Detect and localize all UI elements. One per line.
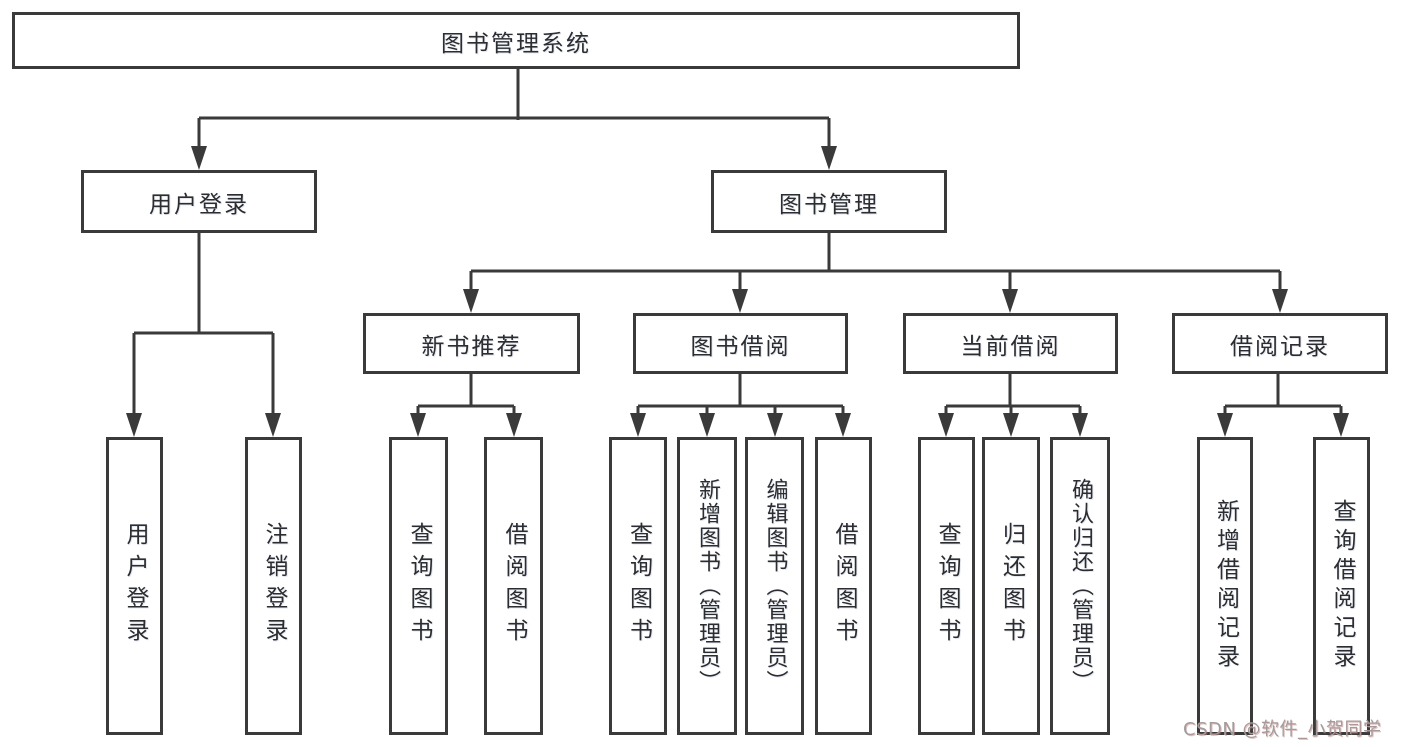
node-label: 当前借阅 (960, 333, 1061, 360)
node-label: 新书推荐 (421, 333, 522, 360)
node-label: 借阅图书 (831, 522, 857, 650)
node-new-book-recommendation: 新书推荐 (363, 313, 580, 374)
node-book-management: 图书管理 (711, 170, 947, 233)
node-label: 查询图书 (625, 522, 652, 650)
node-label: 确认归还（管理员） (1068, 478, 1093, 694)
leaf-query-books: 查询图书 (389, 437, 448, 735)
node-label: 查询图书 (934, 522, 960, 650)
leaf-confirm-return-admin: 确认归还（管理员） (1050, 437, 1110, 735)
leaf-query-books: 查询图书 (609, 437, 667, 735)
leaf-logout: 注销登录 (245, 437, 302, 735)
node-label: 编辑图书（管理员） (762, 478, 788, 694)
node-label: 新增借阅记录 (1212, 499, 1239, 673)
leaf-query-books: 查询图书 (918, 437, 975, 735)
node-label: 图书借阅 (690, 333, 791, 360)
node-library-management-system: 图书管理系统 (12, 12, 1020, 69)
node-label: 归还图书 (998, 522, 1025, 650)
leaf-add-borrow-record: 新增借阅记录 (1197, 437, 1253, 735)
node-borrowing-records: 借阅记录 (1172, 313, 1388, 374)
node-label: 图书管理 (779, 191, 879, 218)
leaf-add-books-admin: 新增图书（管理员） (677, 437, 737, 735)
node-label: 查询借阅记录 (1329, 499, 1355, 673)
node-label: 注销登录 (261, 522, 287, 650)
node-label: 借阅记录 (1230, 333, 1330, 360)
leaf-borrow-books: 借阅图书 (484, 437, 543, 735)
node-label: 借阅图书 (501, 522, 527, 650)
leaf-borrow-books: 借阅图书 (815, 437, 872, 735)
node-label: 新增图书（管理员） (695, 478, 720, 694)
node-label: 用户登录 (149, 191, 249, 218)
csdn-watermark: CSDN @软件_小贺同学 (1183, 719, 1382, 740)
leaf-user-login: 用户登录 (106, 437, 163, 735)
node-label: 图书管理系统 (441, 30, 591, 57)
node-label: 查询图书 (406, 522, 432, 650)
leaf-return-books: 归还图书 (982, 437, 1040, 735)
leaf-query-borrow-record: 查询借阅记录 (1313, 437, 1370, 735)
node-book-borrowing: 图书借阅 (633, 313, 848, 374)
node-label: 用户登录 (122, 522, 148, 650)
leaf-edit-books-admin: 编辑图书（管理员） (745, 437, 804, 735)
node-current-borrowing: 当前借阅 (903, 313, 1118, 374)
node-user-login: 用户登录 (81, 170, 317, 233)
